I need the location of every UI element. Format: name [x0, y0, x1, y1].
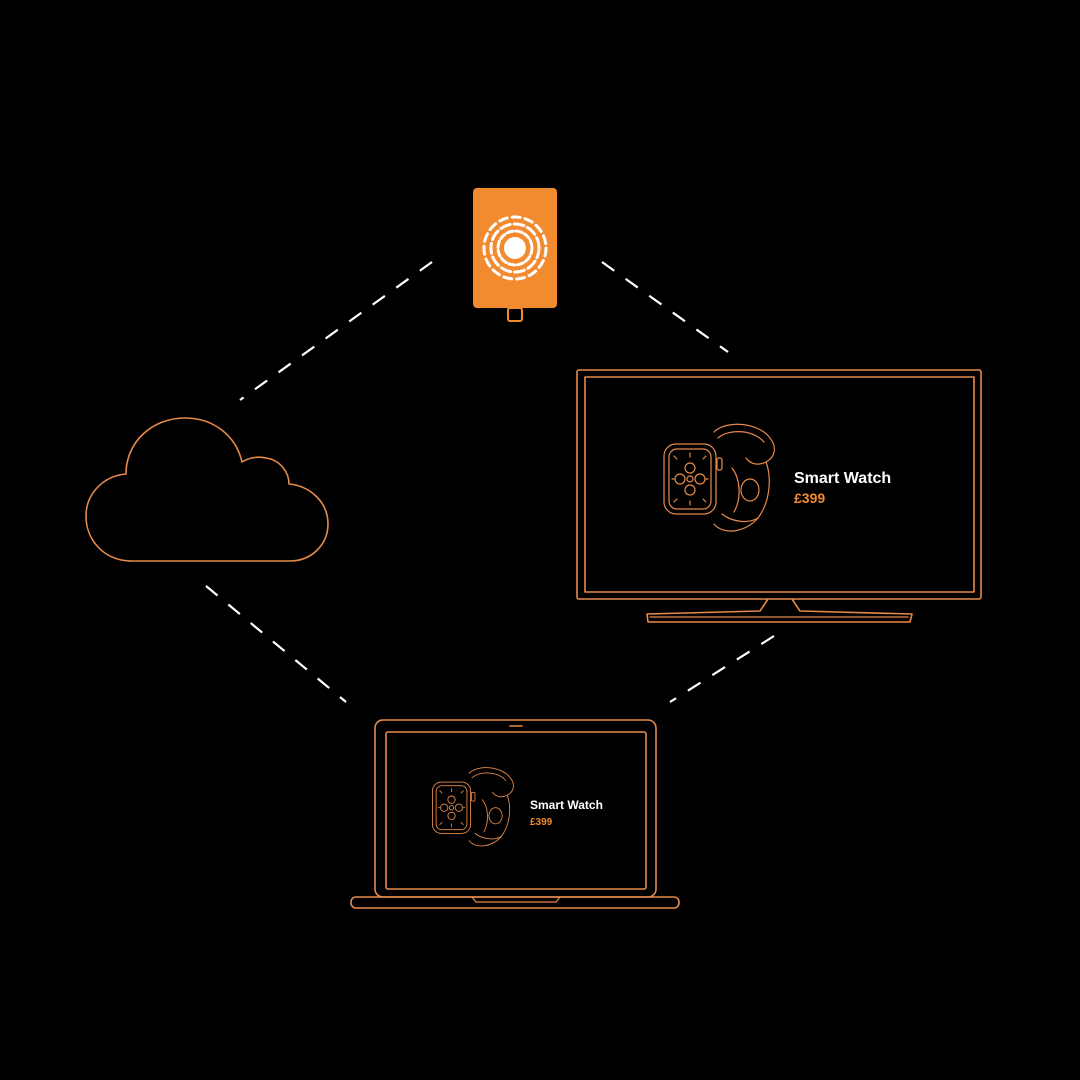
laptop-product-display[interactable]: Smart Watch £399 — [432, 767, 603, 847]
laptop-product-name: Smart Watch — [530, 798, 603, 812]
connector-lines — [205, 261, 775, 703]
connector-hub-cloud — [239, 261, 433, 401]
cloud-icon — [85, 417, 329, 562]
tv-product-display[interactable]: Smart Watch £399 — [663, 423, 891, 532]
tv-product-name: Smart Watch — [794, 470, 891, 487]
tv-icon — [576, 369, 982, 623]
laptop-icon — [350, 719, 680, 909]
smartwatch-icon — [432, 767, 514, 847]
smartwatch-icon — [663, 423, 775, 532]
connector-tv-laptop — [669, 635, 775, 703]
laptop-product-price: £399 — [530, 817, 553, 828]
streaming-dongle-icon[interactable] — [473, 188, 557, 322]
connector-hub-tv — [601, 261, 729, 353]
connector-cloud-laptop — [205, 585, 347, 703]
tv-product-price: £399 — [794, 490, 825, 506]
